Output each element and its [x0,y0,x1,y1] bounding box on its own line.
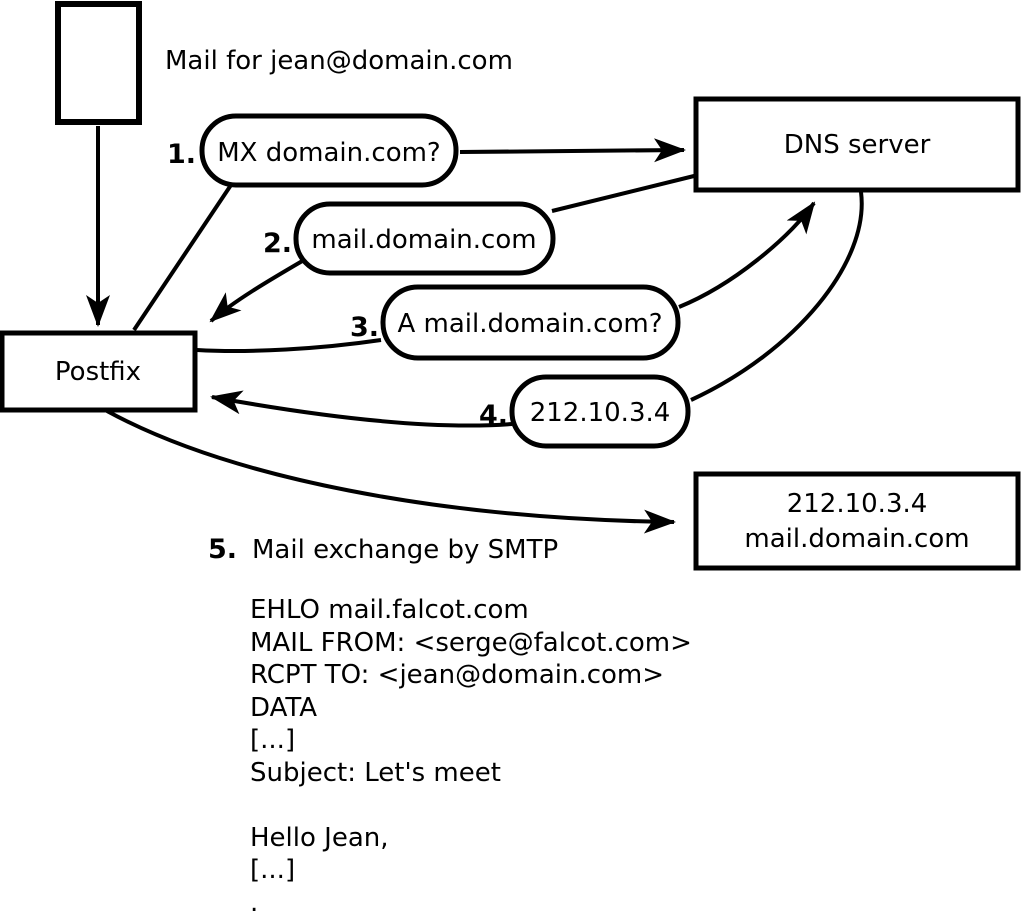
smtp-session-text: EHLO mail.falcot.com MAIL FROM: <serge@f… [250,595,692,918]
arrow-query1-to-dns [459,138,686,163]
line-postfix-to-query3 [196,338,382,353]
query1-pill [199,113,459,188]
answer2-pill [293,201,556,276]
dns-server-box [693,96,1021,193]
answer2-label: mail.domain.com [311,225,536,255]
query3-pill [380,284,681,361]
step4-number: 4. [479,400,508,431]
step5-number: 5. [208,534,237,565]
caption-mail-for: Mail for jean@domain.com [165,46,513,76]
query3-label: A mail.domain.com? [398,309,663,339]
answer4-label: 212.10.3.4 [530,398,671,428]
mail-server-name-label: mail.domain.com [744,524,969,554]
query1-label: MX domain.com? [217,138,440,168]
arrow-query3-to-dns [678,201,816,309]
step1-number: 1. [167,139,196,170]
step3-number: 3. [350,312,379,343]
arrow-answer4-to-postfix [210,390,513,428]
mail-server-ip-label: 212.10.3.4 [787,489,928,519]
step2-number: 2. [263,228,292,259]
line-postfix-to-query1 [132,183,233,332]
line-dns-to-answer4 [690,191,864,402]
dns-server-label: DNS server [784,130,931,160]
step5-label: Mail exchange by SMTP [252,535,558,565]
line-dns-to-answer2 [551,174,695,213]
postfix-label: Postfix [55,357,141,387]
answer4-pill [509,374,691,449]
mail-server-box [693,471,1021,571]
mail-message-icon [55,1,142,125]
arrow-postfix-to-mailserver [106,409,676,534]
arrow-answer2-to-postfix [209,258,306,323]
postfix-box [0,330,198,413]
